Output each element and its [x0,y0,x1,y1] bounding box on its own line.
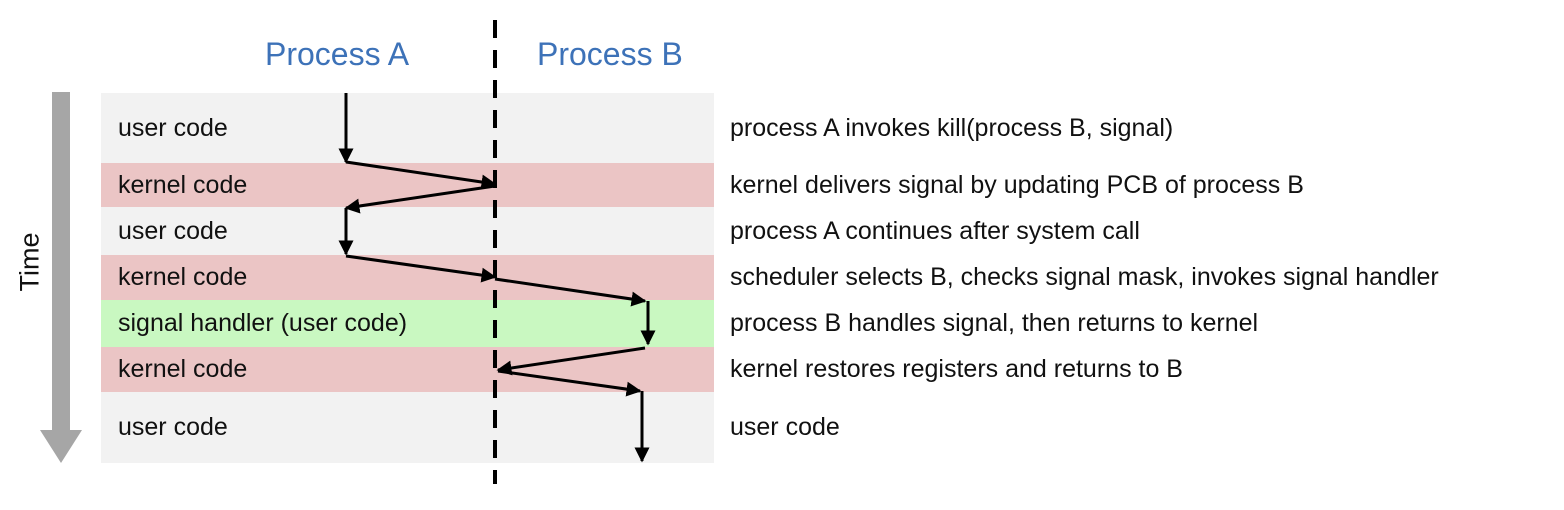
time-arrow-shaft [52,92,70,432]
time-arrow [40,92,82,463]
row-description-2: kernel delivers signal by updating PCB o… [730,170,1304,199]
path-arrow-kernel-return-a [344,184,496,214]
row-band-1: user code [101,93,714,163]
row-description-7: user code [730,413,840,441]
row-description-1: process A invokes kill(process B, signal… [730,113,1174,142]
path-arrow-a-to-kernel [345,160,497,190]
path-arrow-a-to-scheduler [345,254,497,283]
header-process-b: Process B [537,36,683,72]
row-description-5: process B handles signal, then returns t… [730,309,1259,337]
execution-path [338,93,656,463]
header-process-a: Process A [265,36,410,72]
row-band-3: user code [101,207,714,255]
time-arrow-head [40,430,82,463]
row-band-5: signal handler (user code) [101,300,714,347]
row-description-6: kernel restores registers and returns to… [730,355,1183,383]
row-description-4: scheduler selects B, checks signal mask,… [730,263,1439,291]
path-arrow-kernel-to-b [494,277,647,307]
path-arrow-restore-to-b [497,369,642,397]
row-band-4: kernel code [101,255,714,300]
row-band-6: kernel code [101,347,714,392]
row-description-3: process A continues after system call [730,216,1140,245]
path-arrow-handler-return [496,346,646,376]
row-band-7: user code [101,392,714,463]
